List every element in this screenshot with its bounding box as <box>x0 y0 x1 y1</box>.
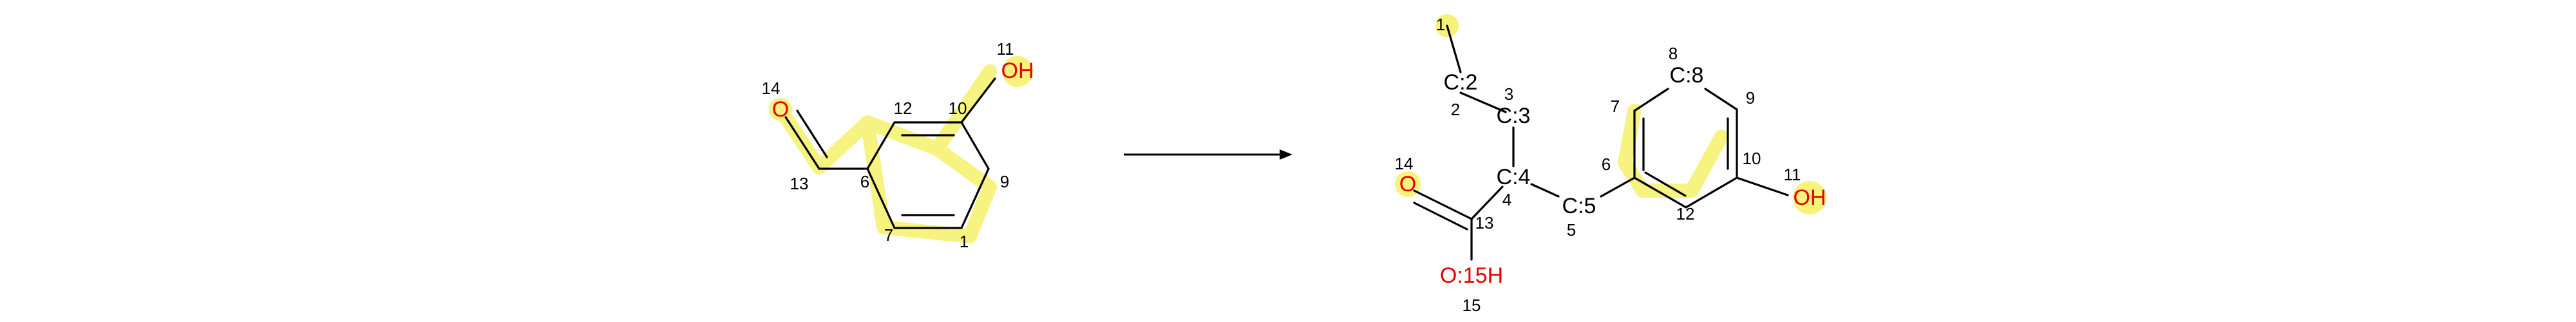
reactant-index-6: 6 <box>860 172 869 191</box>
product-index-6: 6 <box>1602 155 1611 174</box>
reactant-indices: 14 13 12 10 11 6 9 7 1 <box>762 39 1014 251</box>
reactant-bonds <box>784 77 996 229</box>
reactant-hydroxyl-11: OH <box>1001 59 1034 83</box>
product-indices: 1 2 3 4 5 6 7 8 9 10 11 12 13 14 15 <box>1395 15 1801 315</box>
product-index-15: 15 <box>1463 296 1481 315</box>
product-index-10: 10 <box>1743 149 1761 168</box>
product-index-1: 1 <box>1436 15 1445 34</box>
reactant-atoms: O OH <box>772 59 1034 122</box>
product-carbon-3: C:3 <box>1497 104 1531 128</box>
product-index-14: 14 <box>1395 154 1414 173</box>
reaction-arrow <box>1124 149 1293 160</box>
product-index-3: 3 <box>1504 84 1513 104</box>
reactant-index-11: 11 <box>997 39 1014 59</box>
reactant-index-13: 13 <box>790 174 809 193</box>
product-carbon-2: C:2 <box>1444 70 1478 95</box>
product-index-7: 7 <box>1611 97 1620 116</box>
reactant-oxygen-14: O <box>772 97 789 122</box>
product-index-9: 9 <box>1746 88 1755 108</box>
product-bonds <box>1413 24 1789 261</box>
product-index-11: 11 <box>1784 165 1801 184</box>
reactant-molecule: O OH 14 13 12 10 11 6 9 7 1 <box>762 39 1034 251</box>
reactant-index-14: 14 <box>762 79 781 98</box>
product-index-13: 13 <box>1475 213 1494 232</box>
product-carbon-8: C:8 <box>1670 63 1704 88</box>
reactant-index-7: 7 <box>884 225 893 245</box>
product-hydroxyl-11: OH <box>1794 185 1826 210</box>
product-molecule: C:2 C:3 C:4 C:5 C:8 O O:15H OH 1 2 3 4 5… <box>1395 14 1826 315</box>
product-index-4: 4 <box>1502 190 1511 209</box>
product-carbon-5: C:5 <box>1562 194 1596 218</box>
reactant-highlight <box>769 56 1033 243</box>
product-index-8: 8 <box>1669 44 1678 63</box>
product-highlight <box>1395 14 1826 214</box>
reactant-index-1: 1 <box>960 232 969 251</box>
product-atoms: C:2 C:3 C:4 C:5 C:8 O O:15H OH <box>1399 63 1826 288</box>
product-index-2: 2 <box>1451 100 1460 119</box>
product-hydroxyl-15: O:15H <box>1440 263 1503 288</box>
reactant-index-12: 12 <box>894 99 913 118</box>
product-index-12: 12 <box>1676 204 1695 223</box>
product-oxygen-14: O <box>1399 172 1416 196</box>
reactant-index-10: 10 <box>949 99 967 118</box>
product-index-5: 5 <box>1567 220 1576 240</box>
reactant-index-9: 9 <box>1000 172 1009 191</box>
product-carbon-4: C:4 <box>1497 165 1531 189</box>
